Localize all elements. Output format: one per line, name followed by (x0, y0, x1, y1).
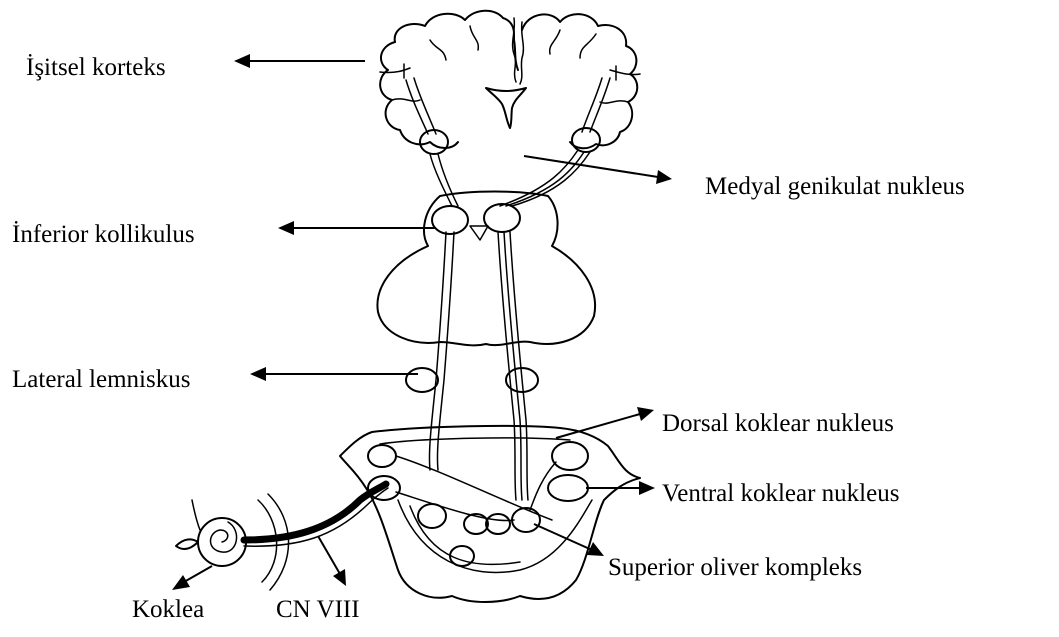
cn8-nerve-drawing (244, 484, 388, 546)
ascending-tracts-upper (430, 150, 590, 206)
label-medial-geniculate-nucleus: Medyal genikulat nukleus (705, 174, 965, 199)
label-lateral-lemniscus: Lateral lemniskus (12, 367, 190, 392)
label-auditory-cortex: İşitsel korteks (26, 55, 166, 80)
label-ventral-cochlear-nucleus: Ventral koklear nukleus (662, 481, 899, 506)
label-superior-olivary-complex: Superior oliver kompleks (608, 555, 862, 580)
label-dorsal-cochlear-nucleus: Dorsal koklear nukleus (662, 411, 894, 436)
brainstem-drawing (377, 192, 595, 346)
medulla-drawing (340, 426, 640, 602)
label-cochlea: Koklea (132, 597, 204, 622)
label-cn-viii: CN VIII (276, 597, 360, 622)
auditory-cortex-drawing (380, 11, 640, 154)
label-inferior-colliculus: İnferior kollikulus (12, 222, 195, 247)
lateral-lemniscus-tracts (406, 232, 538, 500)
